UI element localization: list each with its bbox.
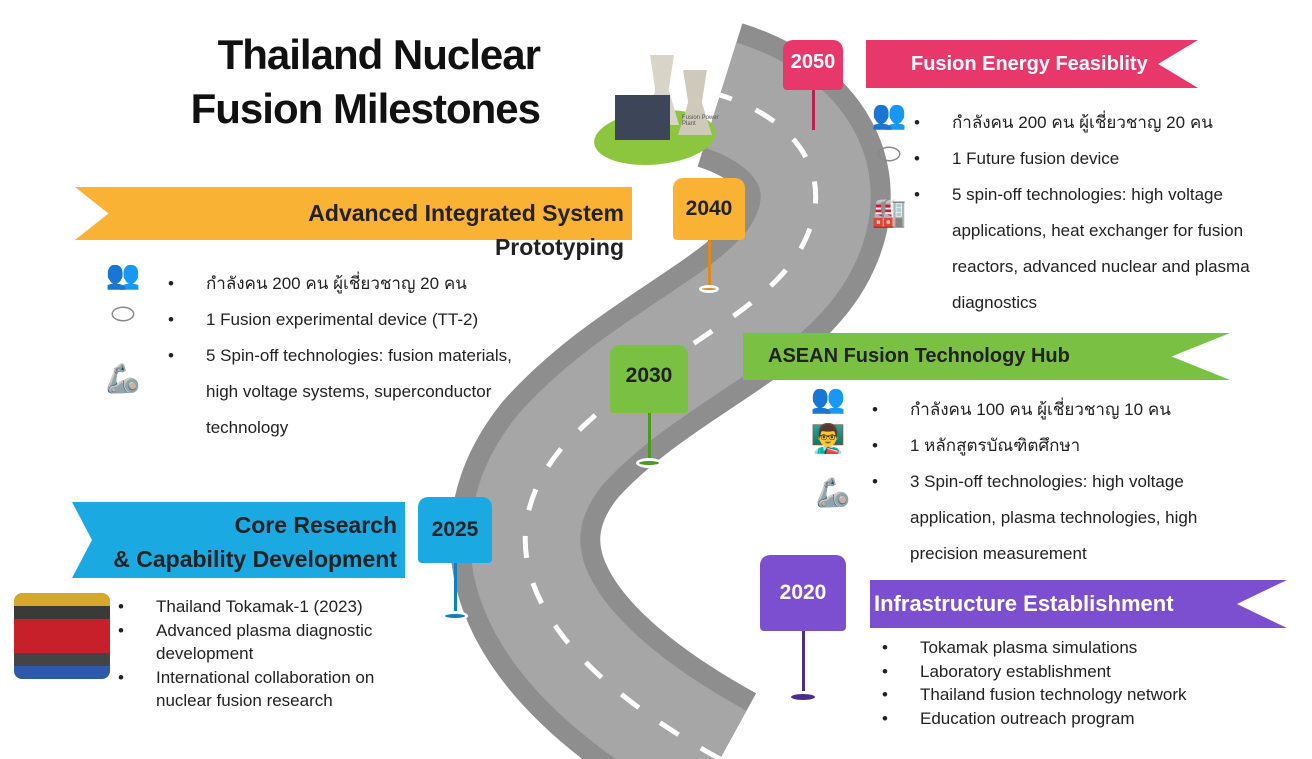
power-plant-icon: 🏭 bbox=[871, 197, 907, 228]
pin-2040: 2040 bbox=[673, 178, 745, 293]
list-2025: Thailand Tokamak-1 (2023)Advanced plasma… bbox=[118, 595, 428, 713]
banner-2020: Infrastructure Establishment bbox=[870, 580, 1287, 628]
banner-2030: ASEAN Fusion Technology Hub bbox=[743, 333, 1230, 380]
pin-2030: 2030 bbox=[610, 345, 688, 468]
banner-2040: Advanced Integrated System bbox=[75, 187, 632, 240]
banner-2025-line2: & Capability Development bbox=[113, 546, 397, 572]
pin-2050: 2050 bbox=[783, 40, 843, 130]
banner-2025: Core Research bbox=[72, 502, 405, 578]
fusion-device-icon: ⬭ bbox=[111, 298, 135, 329]
teacher-icon: 👨‍🏫 bbox=[810, 423, 846, 454]
pin-2020: 2020 bbox=[760, 555, 846, 703]
robot-arm-icon: 🦾 bbox=[815, 477, 851, 508]
robot-arm-icon: 🦾 bbox=[105, 363, 141, 394]
list-2030: กำลังคน 100 คน ผู้เชี่ยวชาญ 10 คน1 หลักส… bbox=[872, 392, 1257, 572]
people-icon: 👥 bbox=[810, 383, 846, 414]
tokamak-image bbox=[14, 593, 110, 679]
list-2050: กำลังคน 200 คน ผู้เชี่ยวชาญ 20 คน1 Futur… bbox=[914, 105, 1309, 321]
pin-2025: 2025 bbox=[418, 497, 492, 621]
people-icon: 👥 bbox=[871, 99, 907, 130]
power-plant-illustration: Fusion Power Plant bbox=[584, 50, 730, 170]
banner-2040-line2: Prototyping bbox=[494, 234, 624, 260]
people-icon: 👥 bbox=[105, 259, 141, 290]
banner-2050: Fusion Energy Feasiblity bbox=[866, 40, 1198, 88]
list-2040: กำลังคน 200 คน ผู้เชี่ยวชาญ 20 คน1 Fusio… bbox=[168, 266, 528, 446]
list-2020: Tokamak plasma simulationsLaboratory est… bbox=[882, 636, 1282, 730]
fusion-device-icon: ⬭ bbox=[877, 138, 901, 169]
